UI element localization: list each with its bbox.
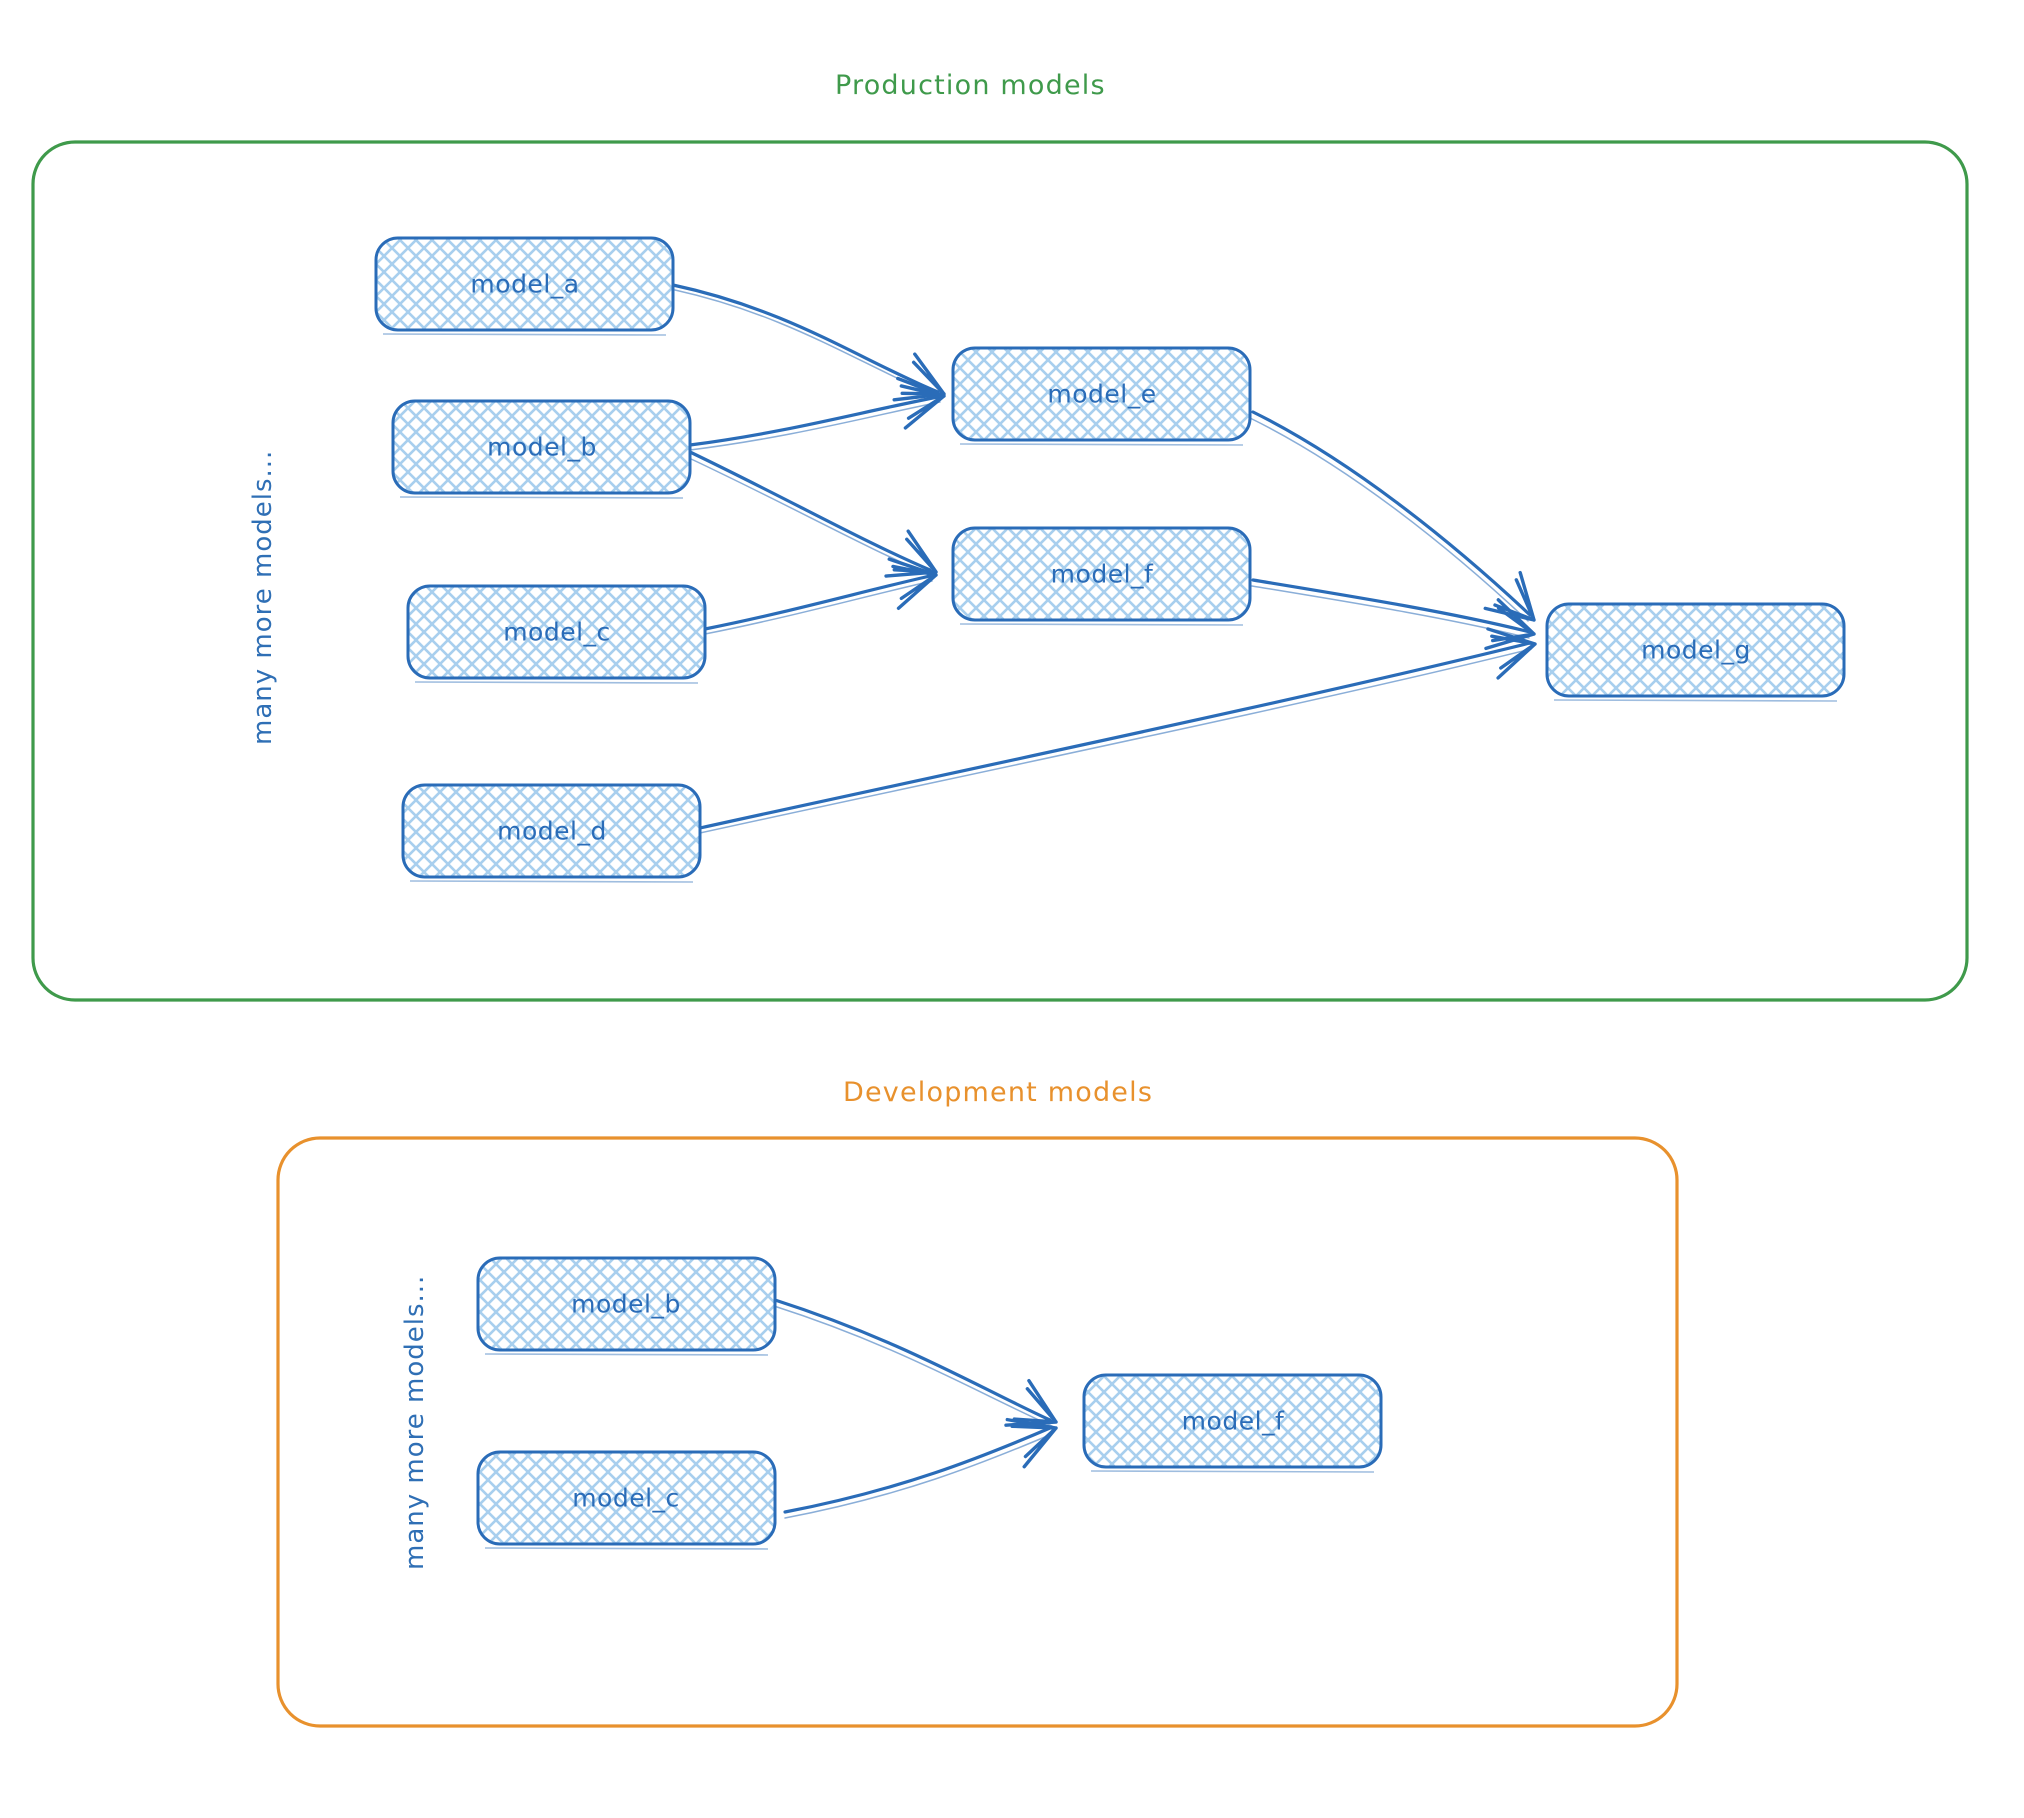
development-group-container xyxy=(276,1136,1679,1728)
edge-model-c-to-model-f xyxy=(703,547,944,635)
production-side-label: many more models... xyxy=(248,449,278,745)
node-dev-model-b xyxy=(476,1256,777,1356)
node-prod-model-d[interactable] xyxy=(404,785,701,877)
edge-model-b-to-model-e xyxy=(688,368,951,451)
node-prod-model-f xyxy=(951,526,1252,626)
node-prod-model-e xyxy=(951,346,1252,446)
node-prod-model-a[interactable] xyxy=(377,238,674,330)
node-prod-model-c xyxy=(406,584,707,684)
node-prod-model-f[interactable] xyxy=(954,528,1251,620)
node-dev-model-b[interactable] xyxy=(478,1258,775,1350)
node-prod-model-e[interactable] xyxy=(954,348,1251,440)
production-group-container xyxy=(31,140,1969,1002)
node-prod-model-b[interactable] xyxy=(394,401,691,493)
edge-dev-model-b-to-model-f xyxy=(773,1298,1069,1446)
node-prod-model-b xyxy=(391,399,692,499)
node-prod-model-a xyxy=(374,236,675,336)
node-dev-model-c xyxy=(476,1450,777,1550)
node-prod-model-c[interactable] xyxy=(409,586,706,678)
development-group-title: Development models xyxy=(843,1077,1154,1108)
node-dev-model-c[interactable] xyxy=(478,1452,775,1544)
production-edges xyxy=(671,283,1554,834)
node-prod-model-g xyxy=(1545,602,1846,702)
edge-model-a-to-model-e xyxy=(671,283,956,418)
development-nodes xyxy=(476,1256,1383,1550)
edge-model-d-to-model-g xyxy=(698,617,1543,834)
development-side-label: many more models... xyxy=(400,1274,430,1570)
production-nodes xyxy=(374,236,1846,883)
node-dev-model-f xyxy=(1082,1373,1383,1473)
edge-model-e-to-model-g xyxy=(1249,410,1554,640)
node-dev-model-f[interactable] xyxy=(1085,1375,1382,1467)
edge-model-b-to-model-f xyxy=(688,450,949,596)
node-prod-model-g[interactable] xyxy=(1548,604,1845,696)
edge-dev-model-c-to-model-f xyxy=(783,1402,1067,1519)
development-edges xyxy=(773,1298,1069,1519)
node-prod-model-d xyxy=(401,783,702,883)
production-group-title: Production models xyxy=(835,70,1106,101)
